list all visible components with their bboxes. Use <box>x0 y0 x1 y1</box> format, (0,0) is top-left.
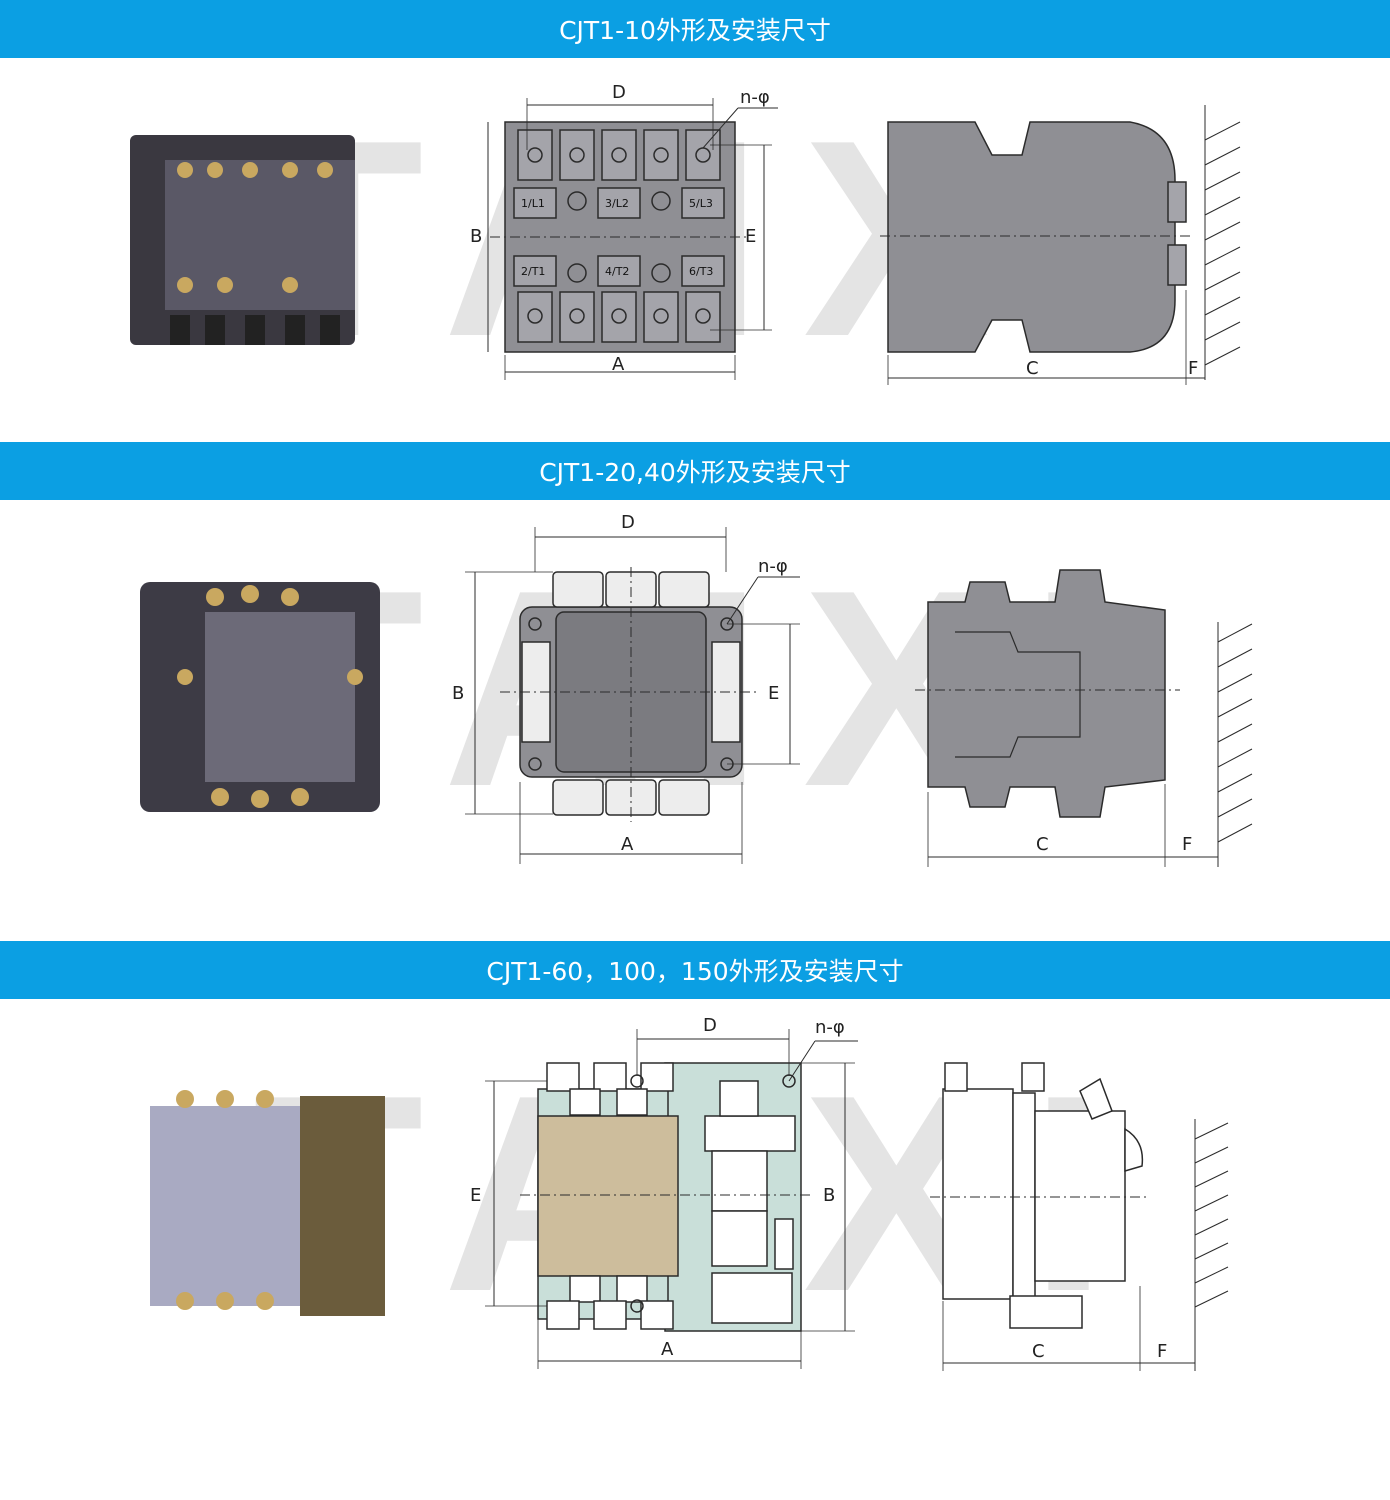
section-3-header: CJT1-60，100，150外形及安装尺寸 <box>0 941 1390 999</box>
section-1-header: CJT1-10外形及安装尺寸 <box>0 0 1390 58</box>
section-2-diagram: D A B E n-φ C F <box>140 512 1253 867</box>
terminal-l3: 5/L3 <box>689 197 713 210</box>
dim-d: D <box>703 1015 717 1036</box>
dim-n: n-φ <box>740 87 770 108</box>
section-2-header: CJT1-20,40外形及安装尺寸 <box>0 442 1390 500</box>
section-1-diagram: 1/L1 3/L2 5/L3 2/T1 4/T2 6/T3 D A B E n-… <box>130 82 1241 385</box>
wall-mount-hatch-icon <box>1194 1119 1229 1371</box>
contactor-photo-icon <box>150 1090 385 1316</box>
dim-b: B <box>452 683 464 704</box>
dim-b: B <box>470 226 482 247</box>
contactor-photo-icon <box>130 135 355 345</box>
dim-e: E <box>745 226 756 247</box>
dim-d: D <box>621 512 635 533</box>
wall-mount-hatch-icon <box>1204 105 1241 380</box>
terminal-l2: 3/L2 <box>605 197 629 210</box>
front-view-drawing-icon <box>487 98 778 380</box>
dim-e: E <box>768 683 779 704</box>
dim-e: E <box>470 1185 481 1206</box>
terminal-labels: 1/L1 3/L2 5/L3 2/T1 4/T2 6/T3 <box>521 197 713 278</box>
side-view-drawing-icon <box>915 569 1218 867</box>
dim-n: n-φ <box>815 1017 845 1038</box>
section-1-title: CJT1-10外形及安装尺寸 <box>559 16 831 45</box>
terminal-t2: 4/T2 <box>605 265 629 278</box>
dim-f: F <box>1188 358 1198 379</box>
side-view-drawing-icon <box>930 1062 1195 1371</box>
dim-c: C <box>1026 358 1039 379</box>
terminal-l1: 1/L1 <box>521 197 545 210</box>
dim-b: B <box>823 1185 835 1206</box>
front-view-drawing-icon <box>465 527 800 864</box>
front-view-drawing-icon <box>485 1029 858 1369</box>
section-2-title: CJT1-20,40外形及安装尺寸 <box>539 458 851 487</box>
section-3-title: CJT1-60，100，150外形及安装尺寸 <box>486 957 904 986</box>
contactor-photo-icon <box>140 582 380 812</box>
dim-a: A <box>612 354 625 375</box>
dim-a: A <box>621 834 634 855</box>
section-3-diagram: D A E B n-φ C F <box>150 1015 1229 1371</box>
wall-mount-hatch-icon <box>1217 622 1253 867</box>
dim-d: D <box>612 82 626 103</box>
terminal-t1: 2/T1 <box>521 265 545 278</box>
dim-a: A <box>661 1339 674 1360</box>
dim-c: C <box>1036 834 1049 855</box>
dim-n: n-φ <box>758 556 788 577</box>
dim-f: F <box>1182 834 1192 855</box>
dim-f: F <box>1157 1341 1167 1362</box>
side-view-drawing-icon <box>880 121 1205 385</box>
terminal-t3: 6/T3 <box>689 265 713 278</box>
dim-c: C <box>1032 1341 1045 1362</box>
